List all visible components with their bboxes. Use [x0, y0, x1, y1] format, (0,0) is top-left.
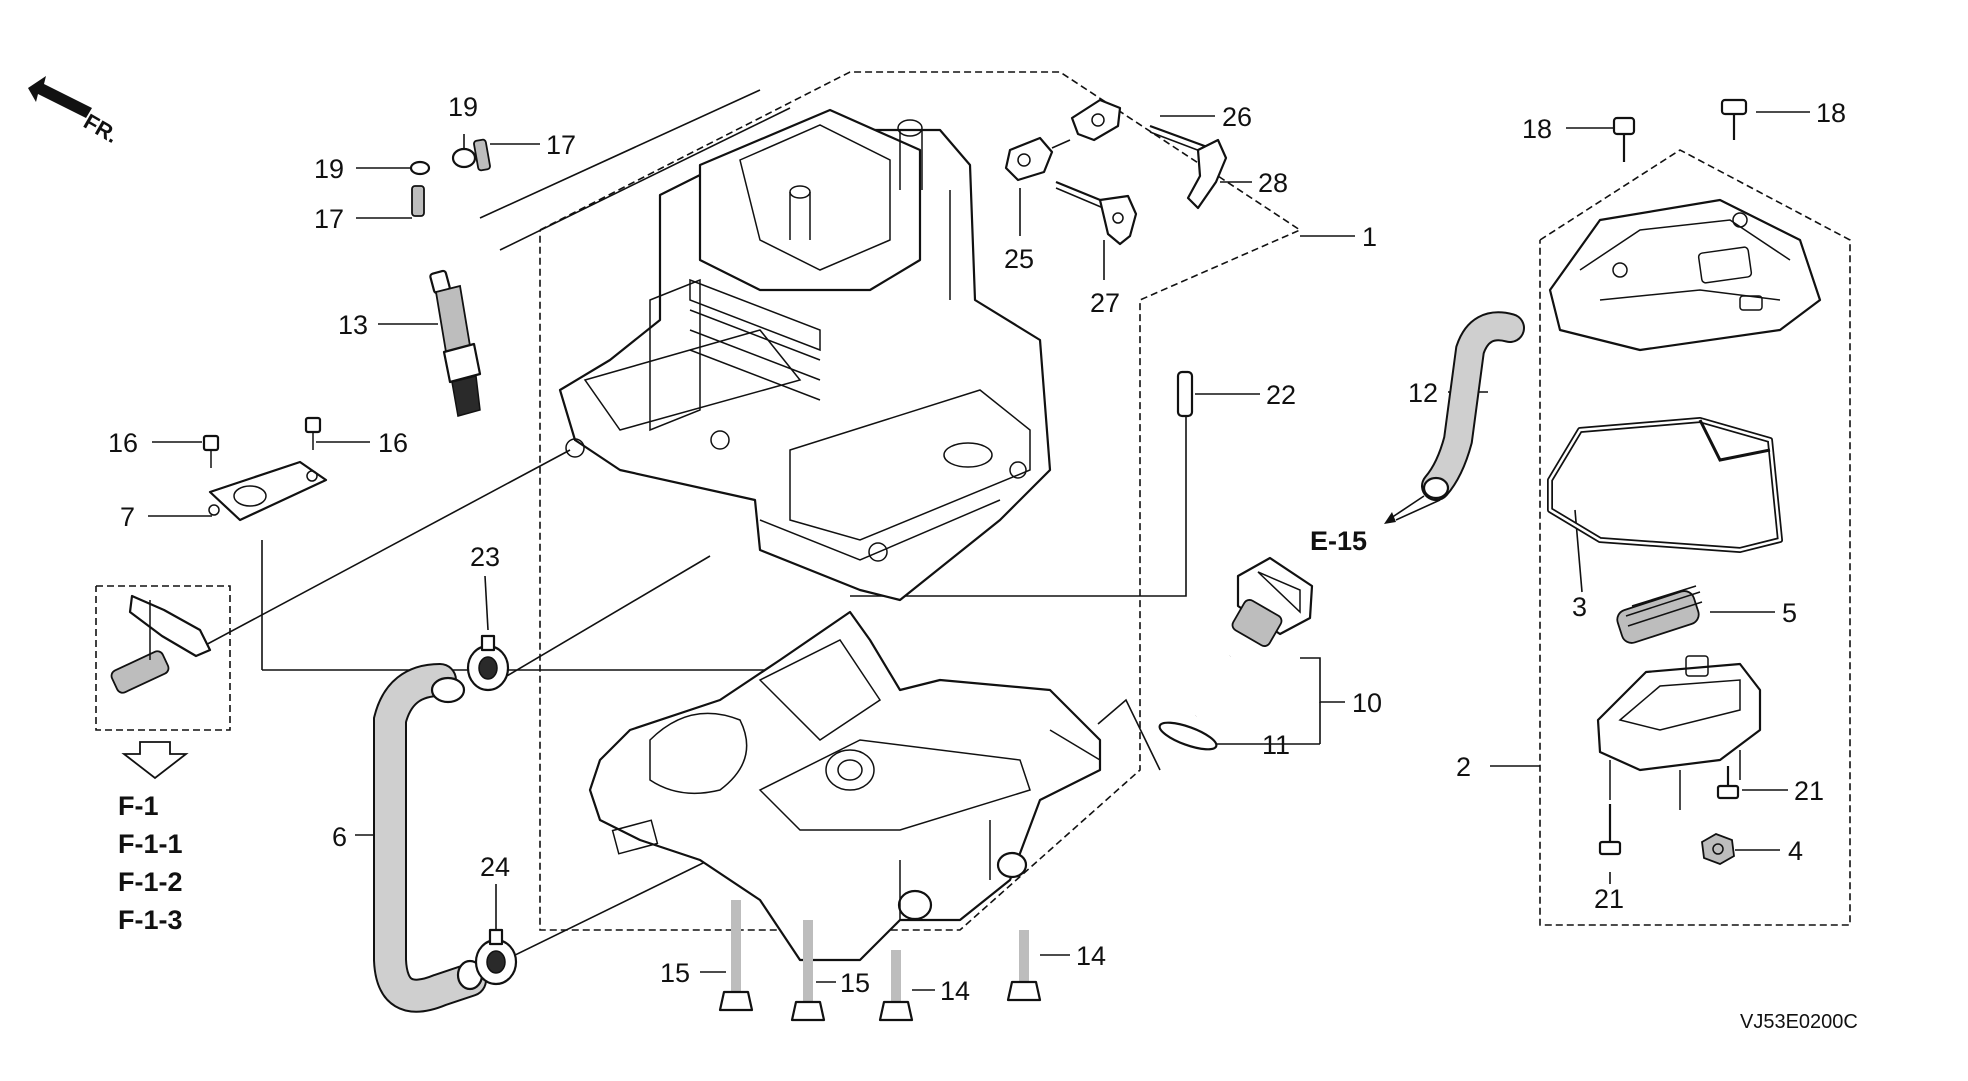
callout-21-right: 21 — [1794, 776, 1824, 806]
callout-25: 25 — [1004, 244, 1034, 274]
dowel-pin-22-part — [1176, 370, 1194, 418]
callout-28: 28 — [1258, 168, 1288, 198]
breather-tube-6-part — [373, 663, 487, 1013]
callout-2: 2 — [1456, 752, 1471, 782]
callout-17-right: 17 — [546, 130, 576, 160]
o-ring-11-part — [1158, 721, 1218, 751]
spark-plug-part — [429, 269, 482, 417]
diagram-code: VJ53E0200C — [1740, 1011, 1858, 1033]
section-references: E-15 F-1 F-1-1 F-1-2 F-1-3 — [118, 526, 1367, 935]
bolt-16-part — [202, 416, 322, 468]
e15-ref-arrow-icon — [1384, 495, 1425, 524]
nut-4-part — [1701, 833, 1735, 865]
ref-f1-2: F-1-2 — [118, 867, 183, 897]
callout-19-top: 19 — [448, 92, 478, 122]
flange-bolt-14-part — [878, 930, 1042, 1022]
callout-14-left: 14 — [940, 976, 970, 1006]
section-ref-arrow-icon — [121, 741, 189, 780]
callout-18-right: 18 — [1816, 98, 1846, 128]
plug-cap-group-outline — [95, 585, 231, 731]
ref-f1-1: F-1-1 — [118, 829, 183, 859]
ref-f1-3: F-1-3 — [118, 905, 183, 935]
callout-21-bottom: 21 — [1594, 884, 1624, 914]
crankcase-part — [588, 610, 1102, 962]
cylinder-block-part — [558, 108, 1052, 602]
callout-19-left: 19 — [314, 154, 344, 184]
rocker-arm-28-part — [1149, 124, 1228, 210]
group-outlines — [95, 71, 1851, 931]
callout-6: 6 — [332, 822, 347, 852]
callout-23: 23 — [470, 542, 500, 572]
callout-7: 7 — [120, 502, 135, 532]
ref-f1: F-1 — [118, 791, 159, 821]
hose-clip-23-part — [466, 634, 510, 692]
rocker-arm-27-part — [1055, 180, 1138, 246]
callout-labels: 1 2 3 4 5 6 7 10 11 12 13 14 14 15 15 16… — [108, 92, 1846, 1006]
callout-24: 24 — [480, 852, 510, 882]
callout-14-right: 14 — [1076, 941, 1106, 971]
bolt-18-part — [1612, 98, 1748, 162]
callout-16-left: 16 — [108, 428, 138, 458]
head-cover-gasket-3-part — [1547, 417, 1783, 553]
stud-bolt-17-part — [411, 138, 491, 217]
callout-4: 4 — [1788, 836, 1803, 866]
flange-bolt-15-part — [718, 900, 826, 1022]
callout-15-right: 15 — [840, 968, 870, 998]
head-cover-part — [1548, 198, 1822, 352]
callout-26: 26 — [1222, 102, 1252, 132]
callout-12: 12 — [1408, 378, 1438, 408]
washer-19-part — [409, 147, 477, 176]
leader-lines — [148, 89, 1810, 991]
hose-clip-24-part — [474, 928, 518, 986]
callout-10: 10 — [1352, 688, 1382, 718]
hose-12-part — [1421, 311, 1525, 501]
plug-cap-part — [110, 594, 212, 694]
rocker-arm-part — [1004, 98, 1122, 182]
callout-18-left: 18 — [1522, 114, 1552, 144]
breather-filter-5-part — [1616, 585, 1703, 644]
callout-27: 27 — [1090, 288, 1120, 318]
callout-5: 5 — [1782, 598, 1797, 628]
insulator-plate-7-part — [208, 460, 328, 522]
callout-1: 1 — [1362, 222, 1377, 252]
front-arrow-icon: FR. — [28, 76, 123, 148]
callout-15-left: 15 — [660, 958, 690, 988]
callout-3: 3 — [1572, 592, 1587, 622]
callout-17-left: 17 — [314, 204, 344, 234]
breather-chamber-2-part — [1596, 655, 1762, 810]
callout-13: 13 — [338, 310, 368, 340]
oil-dipstick-10-part — [1192, 556, 1314, 719]
head-cover-group-outline — [1539, 149, 1851, 926]
bolt-21-part — [1598, 766, 1740, 856]
callout-11: 11 — [1262, 730, 1290, 760]
callout-22: 22 — [1266, 380, 1296, 410]
callout-16-right: 16 — [378, 428, 408, 458]
ref-e15: E-15 — [1310, 526, 1367, 556]
